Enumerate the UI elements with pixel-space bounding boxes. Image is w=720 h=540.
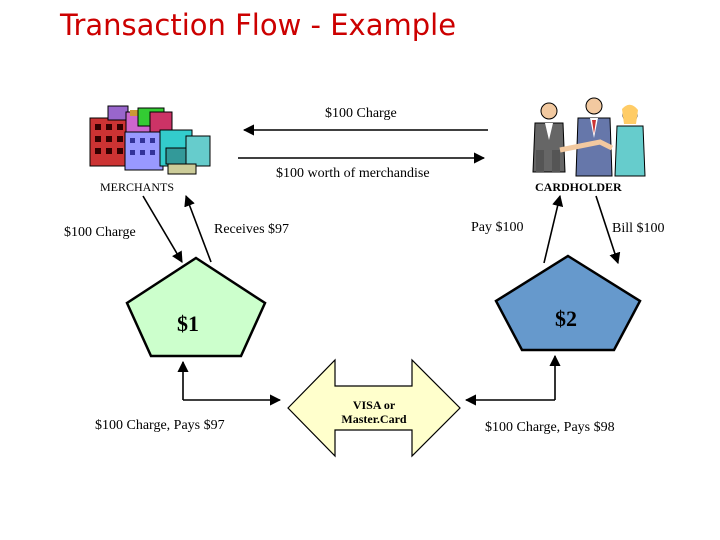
cardholder-pay-arrow (543, 194, 564, 264)
left-fee-value: $1 (177, 311, 199, 336)
page-title: Transaction Flow - Example (60, 8, 457, 42)
merchant-charge-arrow (142, 195, 183, 263)
cardholder-bank-pentagon (494, 254, 642, 352)
merchandise-label: $100 worth of merchandise (276, 166, 430, 181)
left-charge-label: $100 Charge (64, 225, 136, 240)
network-label: VISA or Master.Card (341, 398, 407, 426)
right-fee-value: $2 (555, 306, 577, 331)
top-charge-label: $100 Charge (325, 106, 397, 121)
bill-label: Bill $100 (612, 221, 665, 236)
merchant-bank-pentagon (125, 256, 267, 358)
cardholder-label: CARDHOLDER (535, 180, 622, 194)
pay-label: Pay $100 (471, 220, 524, 235)
receives-label: Receives $97 (214, 222, 290, 237)
merchants-buildings-icon (89, 105, 211, 175)
right-bottom-label: $100 Charge, Pays $98 (485, 420, 615, 435)
merchant-receives-arrow (184, 194, 212, 263)
merchants-label: MERCHANTS (100, 180, 175, 194)
network-block-arrow (287, 358, 461, 458)
left-bottom-label: $100 Charge, Pays $97 (95, 418, 225, 433)
cardholder-bill-arrow (595, 195, 621, 265)
cardholder-people-icon (532, 97, 646, 177)
